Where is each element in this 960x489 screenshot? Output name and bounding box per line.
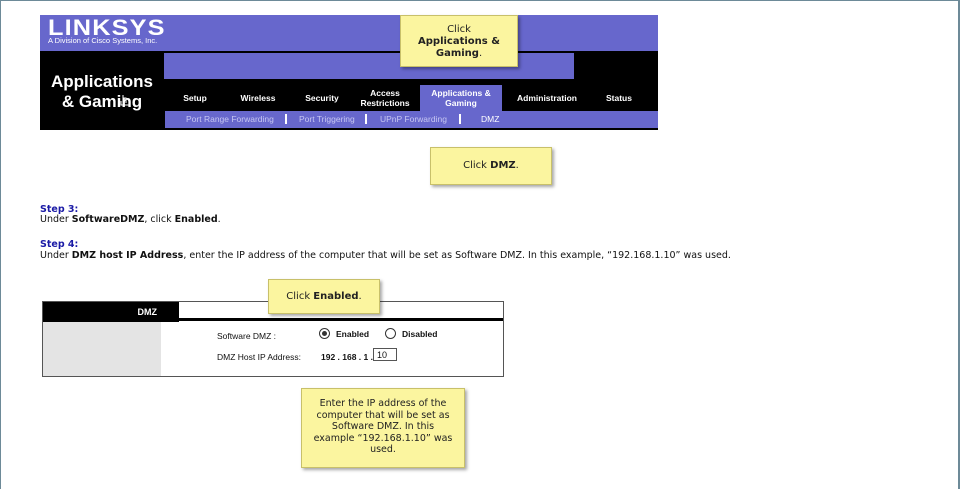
step-3-text: Under SoftwareDMZ, click Enabled. xyxy=(40,214,221,225)
disabled-label[interactable]: Disabled xyxy=(402,329,438,339)
tab-administration[interactable]: Administration xyxy=(517,93,577,103)
subnav-separator xyxy=(285,114,287,124)
sub-nav-bar: Port Range Forwarding Port Triggering UP… xyxy=(165,111,658,128)
main-nav-bar xyxy=(165,85,658,111)
step-3-label: Step 3: xyxy=(40,204,79,215)
window-border-top xyxy=(0,0,960,1)
subnav-separator xyxy=(365,114,367,124)
callout-bold-text: DMZ xyxy=(490,160,516,171)
subtab-port-triggering[interactable]: Port Triggering xyxy=(299,114,355,124)
callout-enter-ip-address: Enter the IP address of the computer tha… xyxy=(301,388,465,468)
banner-header-bar xyxy=(40,15,658,51)
dmz-heading-bar xyxy=(161,302,179,322)
callout-text: Click xyxy=(286,291,314,302)
software-dmz-label: Software DMZ : xyxy=(217,331,277,341)
tab-wireless[interactable]: Wireless xyxy=(240,93,276,103)
callout-text: . xyxy=(515,160,519,171)
callout-bold-text: Enabled xyxy=(313,291,359,302)
radio-enabled[interactable] xyxy=(319,328,330,339)
subnav-separator xyxy=(459,114,461,124)
enabled-label[interactable]: Enabled xyxy=(336,329,370,339)
subtab-dmz[interactable]: DMZ xyxy=(481,114,500,124)
subtab-upnp-forwarding[interactable]: UPnP Forwarding xyxy=(380,114,447,124)
callout-click-enabled: Click Enabled. xyxy=(268,279,380,314)
tab-status[interactable]: Status xyxy=(606,93,632,103)
hand-cursor-icon xyxy=(120,95,130,106)
linksys-logo-subtitle: A Division of Cisco Systems, Inc. xyxy=(48,36,158,45)
tab-access-restrictions[interactable]: Access Restrictions xyxy=(360,88,410,108)
step-4-label: Step 4: xyxy=(40,239,79,250)
callout-click-dmz: Click DMZ. xyxy=(430,147,552,185)
radio-disabled[interactable] xyxy=(385,328,396,339)
linksys-logo: LINKSYS xyxy=(48,15,166,40)
callout-bold-text: Applications & Gaming xyxy=(418,36,500,59)
dmz-side-column xyxy=(43,322,161,376)
step-4-text: Under DMZ host IP Address, enter the IP … xyxy=(40,250,731,261)
tab-security[interactable]: Security xyxy=(305,93,339,103)
dmz-host-ip-last-octet-input[interactable] xyxy=(373,348,397,361)
subtab-port-range-forwarding[interactable]: Port Range Forwarding xyxy=(186,114,274,124)
dmz-panel-heading: DMZ xyxy=(43,302,161,322)
dmz-top-rule xyxy=(179,318,503,321)
dmz-host-ip-label: DMZ Host IP Address: xyxy=(217,352,301,362)
ip-prefix: 192 . 168 . 1 . xyxy=(321,352,373,362)
callout-click-applications-gaming: Click Applications & Gaming. xyxy=(400,15,518,67)
callout-text: . xyxy=(478,48,483,59)
callout-text: Click xyxy=(447,24,471,35)
window-border-right xyxy=(958,0,960,489)
callout-text: . xyxy=(358,291,362,302)
tab-applications-gaming[interactable]: Applications & Gaming xyxy=(420,85,502,111)
window-border-left xyxy=(0,0,1,489)
callout-text: Click xyxy=(463,160,491,171)
linksys-banner: LINKSYS A Division of Cisco Systems, Inc… xyxy=(40,15,658,130)
tab-setup[interactable]: Setup xyxy=(183,93,207,103)
section-title: Applications & Gaming xyxy=(50,72,153,111)
